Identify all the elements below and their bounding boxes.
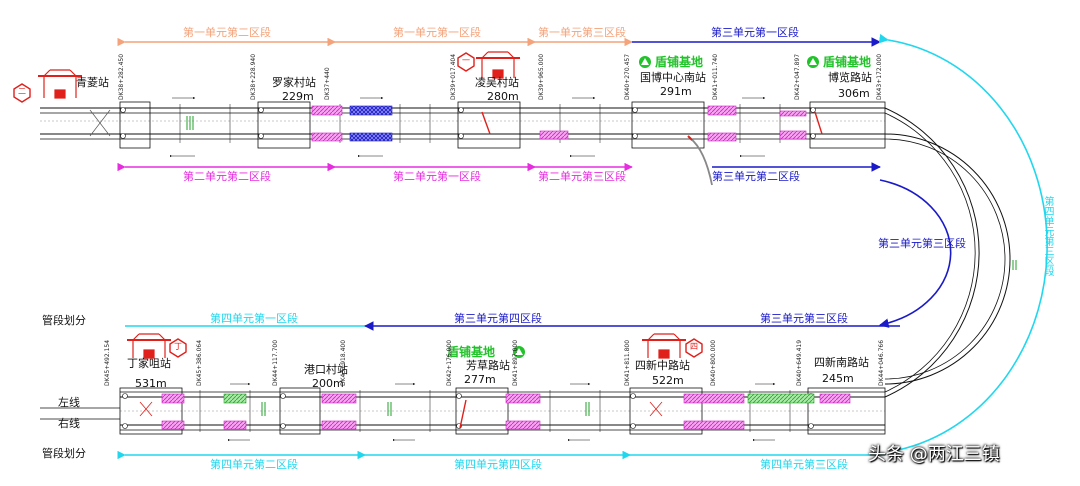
segment-label-u1-3: 第一单元第三区段 xyxy=(538,26,626,39)
base-label-3: 盾铺基地 xyxy=(447,345,496,359)
machine-badges xyxy=(13,52,703,358)
length-sixinnan: 245m xyxy=(822,372,854,385)
length-bolan: 306m xyxy=(838,87,870,100)
chainage-label: DK45+386.064 xyxy=(196,339,203,386)
segment-label-u3-1: 第三单元第一区段 xyxy=(711,26,799,39)
badge-label-top-left: 二 xyxy=(18,87,26,96)
station-gangkou: 港口村站 xyxy=(304,363,348,376)
station-dingjia: 丁家咀站 xyxy=(127,357,171,370)
segment-label-u3-3: 第三单元第三区段 xyxy=(878,237,966,250)
badge-label-dingjia: 丁 xyxy=(174,342,182,351)
chainage-label: DK40+800.000 xyxy=(710,339,717,386)
station-bolan: 博览路站 xyxy=(828,71,872,84)
badge-icon xyxy=(457,52,475,72)
badge-label-sixin: 四 xyxy=(690,342,698,351)
station-fangcao: 芳草路站 xyxy=(466,359,510,372)
segment-label-u1-2: 第一单元第二区段 xyxy=(183,26,271,39)
length-luojia: 229m xyxy=(282,90,314,103)
watermark: 头条 @两江三镇 xyxy=(868,444,1000,465)
badge-icon xyxy=(13,83,31,103)
segment-label-u3-2: 第三单元第二区段 xyxy=(712,170,800,183)
chainage-label: DK40+270.457 xyxy=(624,53,631,100)
segment-label-u4-3-vertical: 第四单元第三区段 xyxy=(1042,196,1053,276)
length-guobo: 291m xyxy=(660,85,692,98)
base-label-2: 盾铺基地 xyxy=(823,55,872,69)
upper-tracks xyxy=(40,96,886,186)
chainage-label: DK38+228.940 xyxy=(250,53,257,100)
chainage-label: DK44+046.766 xyxy=(878,339,885,386)
crane-icon xyxy=(38,69,82,99)
chainage-label: DK42+047.897 xyxy=(794,53,801,100)
station-sixinnan: 四新南路站 xyxy=(814,356,869,369)
badge-icon xyxy=(169,338,187,358)
segment-label-u2-2: 第二单元第二区段 xyxy=(183,170,271,183)
length-sixinzhong: 522m xyxy=(652,374,684,387)
segment-label-u4-1: 第四单元第一区段 xyxy=(210,312,298,325)
curve-tracks xyxy=(878,33,1048,451)
crane-icons xyxy=(38,51,686,359)
badge-label-lingwu: 一 xyxy=(462,56,470,65)
section-division-label-bottom: 管段划分 xyxy=(42,447,86,460)
chainage-label: DK39+017.404 xyxy=(450,53,457,100)
crane-icon xyxy=(127,333,171,359)
left-line-label: 左线 xyxy=(58,396,80,409)
chainage-label: DK37+440 xyxy=(324,67,331,100)
right-line-label: 右线 xyxy=(58,417,80,430)
chainage-label: DK44+117.700 xyxy=(272,339,279,386)
crane-icon xyxy=(476,51,520,79)
station-luojia: 罗家村站 xyxy=(272,76,316,89)
chainage-label: DK41+897.000 xyxy=(512,339,519,386)
station-lingwu: 凌吴村站 xyxy=(475,76,519,89)
length-lingwu: 280m xyxy=(487,90,519,103)
segment-label-u3-3-bottom: 第三单元第三区段 xyxy=(760,312,848,325)
segment-label-u4-2: 第四单元第二区段 xyxy=(210,458,298,471)
base-label-1: 盾铺基地 xyxy=(655,55,704,69)
chainage-label: DK39+965.000 xyxy=(538,53,545,100)
station-sixinzhong: 四新中路站 xyxy=(635,359,690,372)
segment-label-u1-1: 第一单元第一区段 xyxy=(393,26,481,39)
chainage-label: DK41+811.800 xyxy=(624,339,631,386)
length-gangkou: 200m xyxy=(312,377,344,390)
chainage-label: DK45+492.154 xyxy=(104,339,111,386)
segment-label-u4-3: 第四单元第三区段 xyxy=(760,458,848,471)
segment-label-u3-4: 第三单元第四区段 xyxy=(454,312,542,325)
segment-label-u2-1: 第二单元第一区段 xyxy=(393,170,481,183)
length-fangcao: 277m xyxy=(464,373,496,386)
crane-icon xyxy=(642,333,686,359)
segment-label-u2-3: 第二单元第三区段 xyxy=(538,170,626,183)
chainage-label: DK41+011.740 xyxy=(712,53,719,100)
chainage-label: DK38+282.450 xyxy=(118,53,125,100)
chainage-label: DK40+649.419 xyxy=(796,339,803,386)
segment-label-u4-4: 第四单元第四区段 xyxy=(454,458,542,471)
lower-tracks xyxy=(40,382,886,442)
badge-icon xyxy=(685,338,703,358)
chainage-label: DK43+918.400 xyxy=(340,339,347,386)
length-dingjia: 531m xyxy=(135,377,167,390)
station-guobo: 国博中心南站 xyxy=(640,71,706,84)
chainage-label: DK42+176.000 xyxy=(446,339,453,386)
station-qingji: 青菱站 xyxy=(76,76,109,89)
chainage-label: DK43+172.000 xyxy=(876,53,883,100)
section-division-label-top: 管段划分 xyxy=(42,314,86,327)
